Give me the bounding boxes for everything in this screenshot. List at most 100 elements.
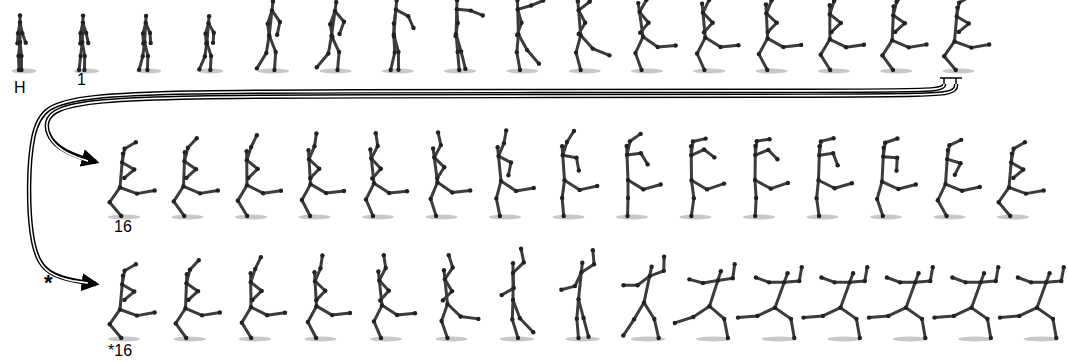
joint [328,22,332,26]
joint [786,181,790,185]
joint [519,21,523,25]
joint [317,167,321,171]
joint [376,269,380,273]
stick-figure [235,133,283,220]
limb [374,321,381,338]
joint [656,336,660,340]
joint [450,289,454,293]
joint [259,289,263,293]
joint [632,317,636,321]
joint [797,279,801,283]
joint [312,144,316,148]
joint [579,270,583,274]
limb [909,45,927,48]
joint [459,49,463,53]
limb [512,273,516,288]
joint [274,50,278,54]
joint [880,53,884,57]
joint [118,185,122,189]
limb [882,157,883,182]
limb [710,306,725,319]
joint [881,214,885,218]
joint [253,267,257,271]
stick-figure [362,131,409,220]
stick-figure [616,132,663,220]
joint [512,286,516,290]
limb [200,191,218,194]
limb [922,319,925,338]
joint [395,313,399,317]
joint [249,336,253,340]
limb [137,190,155,193]
limb [442,304,448,321]
limb [938,184,946,200]
frame-label: 16 [114,219,132,235]
joint [832,280,836,284]
stick-figure [870,136,918,219]
limb [496,181,501,198]
joint [445,336,449,340]
joint [996,200,1000,204]
joint [764,11,768,15]
stick-figure [932,265,1000,342]
branch-arrow [29,84,944,284]
joint [1054,336,1058,340]
arrow-inner [29,84,944,283]
joint [481,13,485,17]
limb [317,53,329,67]
joint [904,306,908,310]
joint [393,50,397,54]
limb [527,50,539,64]
limb [987,319,990,338]
limb [658,46,676,48]
joint [638,132,642,136]
stick-figure [12,13,37,73]
joint [300,198,304,202]
stick-figure [743,137,790,220]
stick-figure [942,0,991,74]
joint [121,151,125,155]
limb [981,281,996,282]
limb [565,180,580,190]
joint [932,315,936,319]
joint [828,3,832,7]
ground-shadow [235,215,267,220]
joint [647,274,651,278]
joint [377,278,381,282]
joint [782,280,786,284]
joint [152,310,156,314]
limb [366,183,374,199]
limb [576,35,581,52]
limb [877,199,883,216]
joint [828,68,832,72]
ground-shadow [320,69,352,74]
joint [152,188,156,192]
limb [389,191,407,193]
joint [765,36,769,40]
limb [759,38,768,54]
ground-shadow [827,337,862,342]
joint [963,280,967,284]
ground-shadow [743,215,775,220]
limb [654,319,658,338]
joint [1041,188,1045,192]
joint [245,214,249,218]
limb [944,41,954,56]
limb [584,318,589,337]
joint [135,313,139,317]
joint [208,68,212,72]
limb [690,155,693,180]
limb [1037,282,1046,307]
ground-shadow [569,69,601,74]
joint [249,280,253,284]
joint [458,314,462,318]
joint [732,262,736,266]
joint [891,68,895,72]
joint [455,7,459,11]
stick-figure [818,0,866,74]
limb [638,276,650,285]
joint [434,214,438,218]
ground-shadow [1024,337,1059,342]
joint [591,46,595,50]
